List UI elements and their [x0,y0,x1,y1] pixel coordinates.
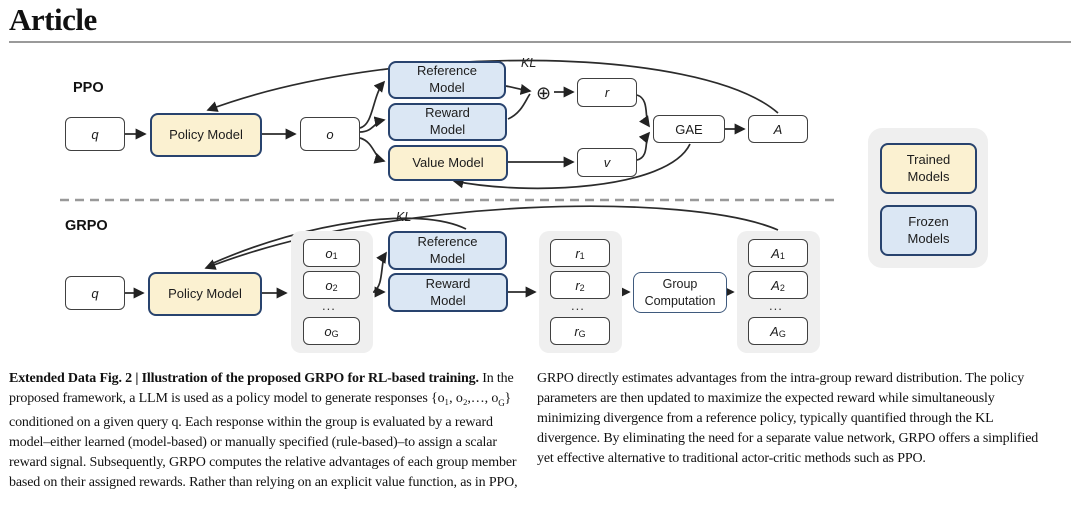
ppo-kl-sum-operator: ⊕ [536,83,552,103]
arrow-ppo-a-policy-feedback [206,59,779,114]
legend-trained-models: Trained Models [880,143,977,194]
ppo-q-node: q [65,117,125,151]
ppo-advantage-node: A [748,115,808,143]
ppo-value-model-node: Value Model [388,145,508,181]
grpo-kl-label: KL [396,210,412,224]
arrow-ppo-o-reference [359,80,386,129]
caption-right-text: GRPO directly estimates advantages from … [537,371,1039,466]
arrow-ppo-reward-oplus [507,93,531,120]
ppo-reward-model-node: Reward Model [388,103,507,141]
arrow-ppo-r-gae [636,94,650,128]
arrow-ppo-o-value [359,137,386,164]
ppo-policy-model-node: Policy Model [150,113,262,157]
ppo-o-node: o [300,117,360,151]
ppo-reference-model-node: Reference Model [388,61,506,99]
arrow-ppo-gae-value-feedback [452,143,691,190]
page-title: Article [9,2,97,37]
grpo-reward-model-node: Reward Model [388,273,508,312]
arrow-ppo-o-reward [359,116,386,133]
legend-frozen-models: Frozen Models [880,205,977,256]
grpo-q-node: q [65,276,125,310]
grpo-section-label: GRPO [65,218,108,234]
arrow-grpo-a1-policy-feedback [204,205,779,270]
header-divider [9,41,1071,43]
arrow-grpo-kl-policy-feedback [210,217,467,265]
caption-left-text: Extended Data Fig. 2 | Illustration of t… [9,371,518,490]
grpo-reference-model-node: Reference Model [388,231,507,270]
grpo-policy-model-node: Policy Model [148,272,262,316]
arrow-ppo-reference-oplus [505,84,532,95]
arrow-ppo-v-gae [636,131,651,161]
diagram-arrows [60,59,838,299]
ppo-section-label: PPO [73,80,104,96]
ppo-r-node: r [577,78,637,107]
caption-left-column: Extended Data Fig. 2 | Illustration of t… [9,369,521,493]
ppo-v-node: v [577,148,637,177]
ppo-kl-label: KL [521,56,537,70]
grpo-group-computation-node: Group Computation [633,272,727,313]
caption-right-column: GRPO directly estimates advantages from … [537,369,1053,469]
grpo-output-ellipsis: ... [322,298,336,313]
grpo-advantage-ellipsis: ... [769,298,783,313]
caption-figure-title: Extended Data Fig. 2 | Illustration of t… [9,371,479,386]
grpo-reward-ellipsis: ... [571,298,585,313]
ppo-gae-node: GAE [653,115,725,143]
arrow-grpo-ogroup-reference [373,251,387,292]
